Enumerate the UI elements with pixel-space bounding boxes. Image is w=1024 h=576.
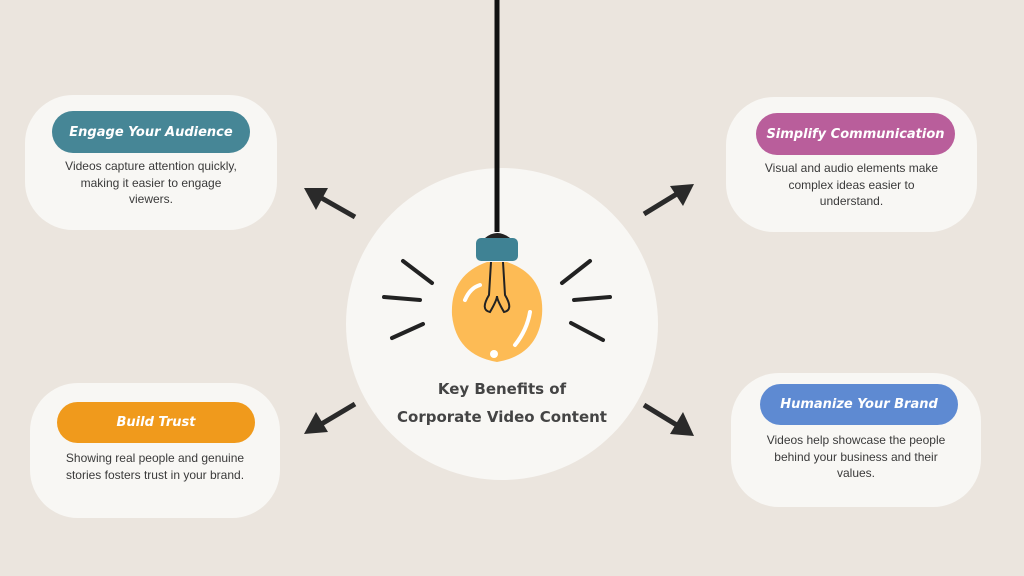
benefit-title-pill: Simplify Communication: [756, 113, 955, 155]
title-line-2: Corporate Video Content: [397, 408, 607, 426]
bulb-socket: [476, 238, 518, 261]
arrows: [304, 184, 694, 436]
benefit-description: Showing real people and genuine stories …: [65, 451, 245, 482]
light-rays: [382, 259, 612, 342]
center-title: Key Benefits of Corporate Video Content: [380, 375, 624, 431]
bulb-cap-top: [485, 233, 510, 238]
benefit-card-trust: Build Trust Showing real people and genu…: [30, 383, 280, 518]
benefit-card-humanize: Humanize Your Brand Videos help showcase…: [731, 373, 981, 507]
benefit-title-pill: Humanize Your Brand: [760, 384, 958, 425]
bulb-filament: [483, 261, 511, 314]
benefit-title-pill: Build Trust: [57, 402, 255, 443]
benefit-title-pill: Engage Your Audience: [52, 111, 250, 153]
title-line-1: Key Benefits of: [437, 380, 567, 398]
benefit-description: Videos help showcase the people behind y…: [766, 433, 946, 480]
benefit-card-simplify: Simplify Communication Visual and audio …: [726, 97, 977, 232]
benefit-description: Visual and audio elements make complex i…: [764, 161, 939, 208]
benefit-card-engage: Engage Your Audience Videos capture atte…: [25, 95, 277, 230]
benefit-description: Videos capture attention quickly, making…: [65, 159, 237, 206]
